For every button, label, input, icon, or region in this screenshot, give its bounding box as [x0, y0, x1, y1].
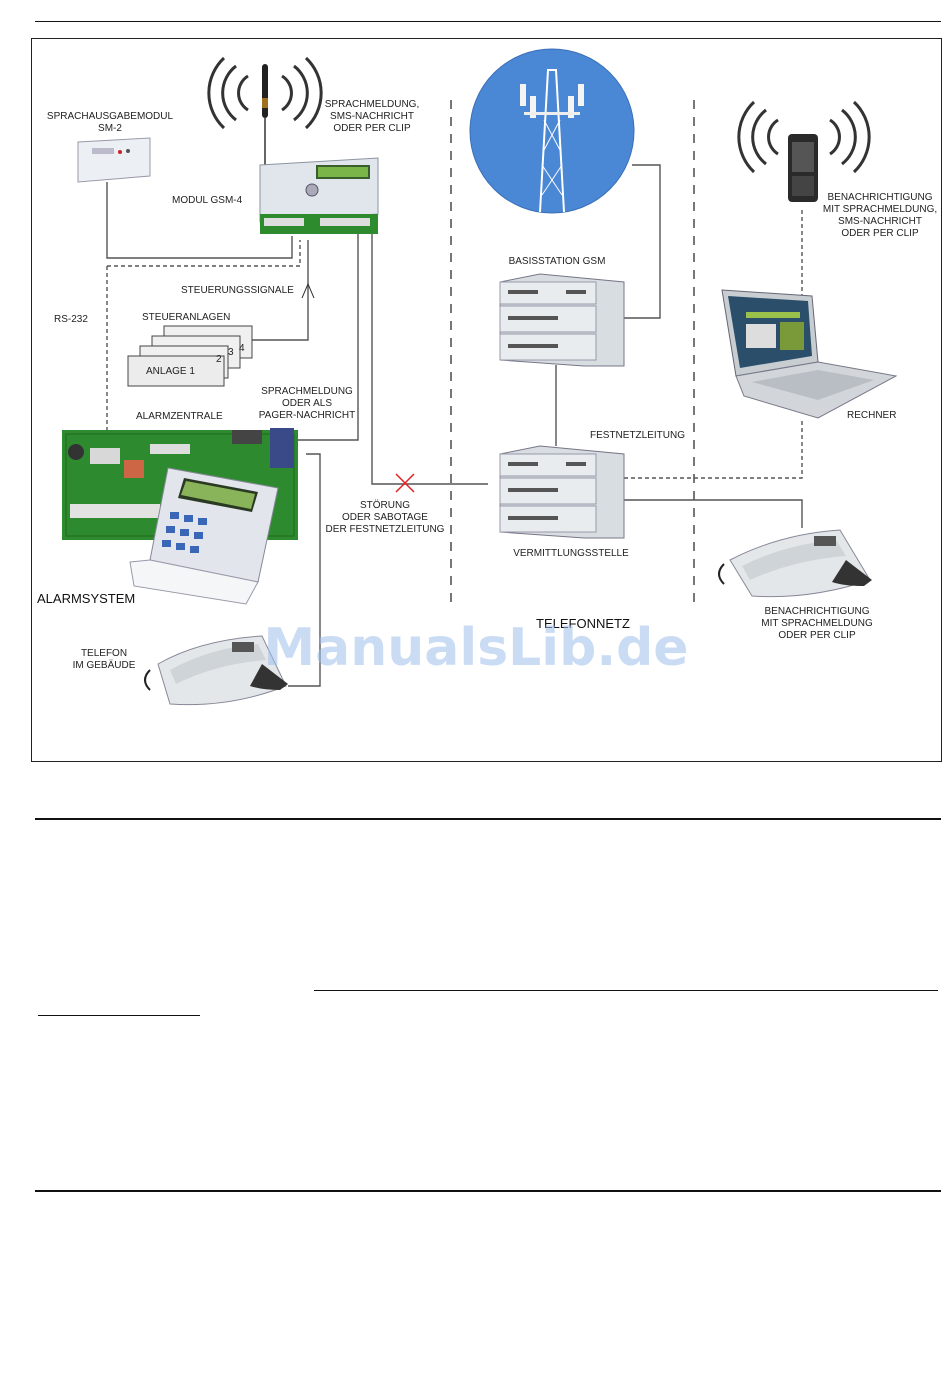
speech-module-label-1: SPRACHAUSGABEMODUL [47, 111, 174, 122]
mobile-note-2: MIT SPRACHMELDUNG, [823, 204, 937, 215]
building-phone-image [144, 635, 288, 706]
gsm-signal-icon [207, 56, 323, 130]
unit-1-label: ANLAGE 1 [146, 366, 195, 377]
gsm-module-image [259, 157, 379, 234]
speech-module-label-2: SM-2 [98, 123, 122, 134]
computer-label: RECHNER [847, 410, 896, 421]
sms-note-2: SMS-NACHRICHT [330, 111, 414, 122]
mobile-phone-image [788, 134, 818, 202]
exchange-image [499, 445, 625, 539]
watermark: ManualsLib.de [263, 618, 688, 678]
gsm-module-label: MODUL GSM-4 [172, 195, 243, 206]
fault-note-1: STÖRUNG [360, 499, 410, 511]
section-rule-2 [35, 1190, 941, 1192]
mobile-signal-icon [737, 100, 871, 174]
fault-mark [395, 473, 415, 493]
sms-note-3: ODER PER CLIP [333, 123, 411, 134]
unit-number-2: 2 [216, 354, 222, 365]
mobile-note-1: BENACHRICHTIGUNG [827, 192, 932, 203]
top-rule [35, 21, 941, 22]
control-units-label: STEUERANLAGEN [142, 312, 230, 323]
building-phone-label-2: IM GEBÄUDE [73, 659, 136, 671]
building-phone-label-1: TELEFON [81, 648, 127, 659]
landline-label: FESTNETZLEITUNG [590, 430, 685, 441]
connections [106, 164, 803, 687]
computer-image [721, 289, 898, 419]
control-units-stack [127, 325, 253, 387]
rs232-label: RS-232 [54, 314, 88, 325]
alarm-system-label: ALARMSYSTEM [37, 591, 135, 606]
mobile-note-3: SMS-NACHRICHT [838, 216, 922, 227]
fault-note-2: ODER SABOTAGE [342, 512, 428, 523]
antenna-icon [262, 64, 268, 165]
unit-number-3: 3 [228, 347, 234, 358]
underline-short [38, 1015, 200, 1016]
fault-note-3: DER FESTNETZLEITUNG [326, 524, 445, 535]
phone-note-3: ODER PER CLIP [778, 630, 856, 641]
speech-module-image [77, 137, 151, 183]
gsm-base-station-image [499, 273, 625, 367]
control-signals-label: STEUERUNGSSIGNALE [181, 285, 294, 296]
unit-number-4: 4 [239, 343, 245, 354]
notification-phone-image [718, 529, 872, 598]
sms-note-1: SPRACHMELDUNG, [325, 99, 419, 110]
underline-long [314, 990, 938, 991]
gsm-tower-image [469, 48, 635, 214]
telephone-network-label: TELEFONNETZ [536, 616, 630, 631]
mobile-note-4: ODER PER CLIP [841, 228, 919, 239]
keypad-image [129, 467, 279, 605]
gsm-base-label: BASISSTATION GSM [509, 256, 606, 267]
exchange-label: VERMITTLUNGSSTELLE [513, 548, 629, 559]
section-rule-1 [35, 818, 941, 820]
phone-note-1: BENACHRICHTIGUNG [764, 606, 869, 617]
pager-note-1: SPRACHMELDUNG [261, 386, 353, 397]
pager-note-3: PAGER-NACHRICHT [259, 410, 355, 421]
phone-note-2: MIT SPRACHMELDUNG [761, 618, 873, 629]
pager-note-2: ODER ALS [282, 398, 332, 409]
arrow-up-icon [301, 282, 315, 299]
alarm-panel-label: ALARMZENTRALE [136, 411, 223, 422]
